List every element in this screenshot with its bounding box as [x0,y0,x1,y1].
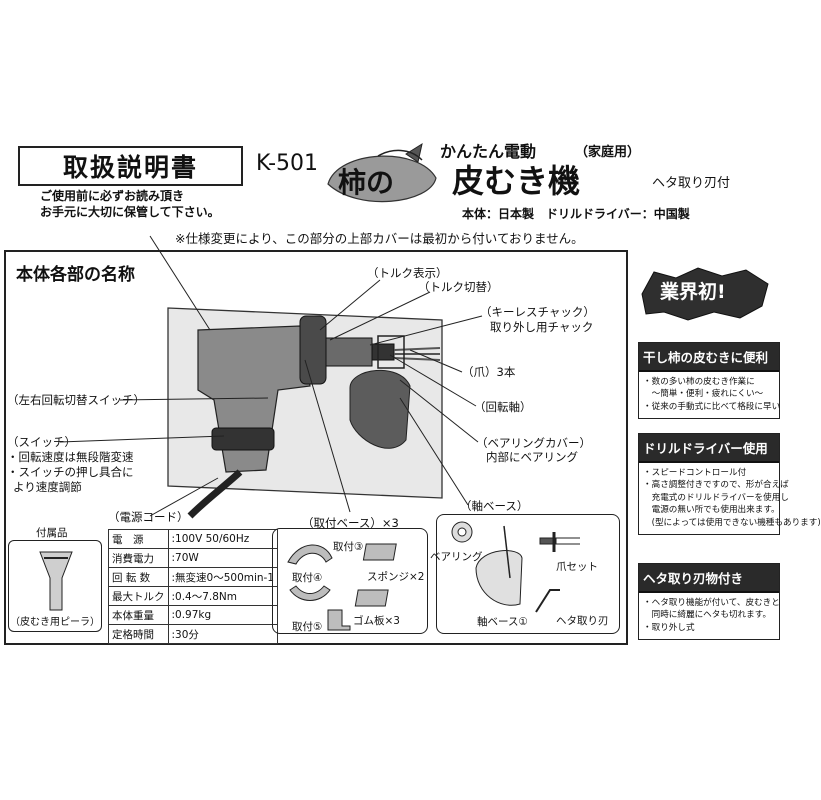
industry-first-badge-icon [641,267,769,321]
kit-rubber: ゴム板×3 [353,615,400,627]
industry-first-badge-text: 業界初! [660,281,726,303]
feature-panel-drill-line: 充電式のドリルドライバーを使用し [643,492,789,503]
kit-heta-blade: ヘタ取り刃 [556,615,609,627]
parts-frame [4,250,628,645]
accessory-box [8,540,102,632]
peeler-icon [39,551,73,611]
spec-change-note: ※仕様変更により、この部分の上部カバーは最初から付いておりません。 [175,231,584,246]
spec-label: 定格時間 [108,624,169,644]
document-title: 取扱説明書 [18,146,243,186]
spec-row: 回 転 数:無変速0～500min-1 [108,567,279,587]
feature-panel-drill-head: ドリルドライバー使用 [639,434,779,463]
product-name-kaki: 柿の [338,166,395,199]
spec-value: :70W [167,548,279,568]
label-keyless-chuck-sub: 取り外し用チャック [490,320,594,334]
label-mount-base: （取付ベース）×3 [302,516,399,530]
product-subtitle: かんたん電動 [440,142,537,161]
label-switch-note1: ・回転速度は無段階変速 [7,450,134,464]
feature-panel-drill: ドリルドライバー使用 ・スピードコントロール付 ・高さ調整付きですので、形が合え… [638,433,821,536]
label-shaft-base: （軸ベース） [460,499,529,513]
spec-label: 消費電力 [108,548,169,568]
spec-value: :無変速0～500min-1 [167,567,279,587]
spec-label: 最大トルク [108,586,169,606]
spec-value: :0.97kg [167,605,279,625]
feature-panel-peeling-line: ～簡単・便利・疲れにくい～ [643,389,764,400]
label-direction-switch: （左右回転切替スイッチ） [7,393,145,407]
kit-sponge: スポンジ×2 [367,571,425,583]
feature-panel-peeling-head: 干し柿の皮むきに便利 [639,343,779,372]
label-torque-display: （トルク表示） [367,266,448,280]
label-bearing-cover-sub: 内部にベアリング [486,450,578,464]
kit-bearing: ベアリング [430,551,483,563]
mount-kit-box [272,528,428,634]
feature-panel-heta-head: ヘタ取り刃物付き [639,564,779,593]
feature-panel-heta-line: ・ヘタ取り機能が付いて、皮むきと [643,598,780,608]
spec-value: :100V 50/60Hz [167,529,279,549]
product-subtitle-home-use: （家庭用） [575,145,641,160]
feature-panel-peeling-line: ・数の多い柿の皮むき作業に [643,377,755,387]
device-illustration [167,307,443,519]
kit-mount3: 取付③ [333,541,364,553]
spec-table: 電 源:100V 50/60Hz 消費電力:70W 回 転 数:無変速0～500… [108,529,279,644]
label-switch-note3: より速度調節 [13,480,82,494]
feature-panel-heta: ヘタ取り刃物付き ・ヘタ取り機能が付いて、皮むきと 同時に綺麗にヘタも切れます。… [638,563,780,641]
spec-value: :30分 [167,624,279,644]
feature-panel-drill-line: ・スピードコントロール付 [643,468,747,478]
mount-kit-parts [287,543,397,631]
feature-panel-peeling-line: ・従来の手動式に比べて格段に早い [643,401,781,412]
feature-panel-drill-line: ・高さ調整付きですので、形が合えば [643,480,789,491]
spec-row: 電 源:100V 50/60Hz [108,529,279,549]
spec-row: 最大トルク:0.4～7.8Nm [108,586,279,606]
product-name-main: 皮むき機 [452,162,581,200]
accessory-label: （皮むき用ピーラ） [10,617,100,628]
label-switch-note2: ・スイッチの押し具合に [7,465,134,479]
label-claws: （爪）3本 [462,365,516,379]
spec-label: 本体重量 [108,605,169,625]
label-torque-switch: （トルク切替） [418,280,499,294]
parts-heading: 本体各部の名称 [16,265,135,285]
shaft-kit-parts [451,521,580,613]
spec-row: 本体重量:0.97kg [108,605,279,625]
label-bearing-cover: （ベアリングカバー） [476,436,591,450]
label-power-cord: （電源コード） [108,510,189,524]
feature-panel-drill-line: (型によっては使用できない機種もあります) [643,517,821,528]
pre-use-note-line2: お手元に大切に保管して下さい。 [40,205,220,219]
kit-mount5: 取付⑤ [292,621,323,633]
label-rotary-shaft: （回転軸） [474,400,532,414]
pre-use-note-line1: ご使用前に必ずお読み頂き [40,189,185,203]
feature-panel-heta-line: ・取り外し式 [643,622,695,633]
spec-value: :0.4～7.8Nm [167,586,279,606]
label-switch: （スイッチ） [7,435,76,449]
label-keyless-chuck: （キーレスチャック） [480,305,595,319]
model-number: K-501 [256,151,319,176]
origin-note: 本体：日本製 ドリルドライバー：中国製 [462,207,690,221]
accessory-title: 付属品 [36,527,68,539]
persimmon-logo-icon [327,142,437,203]
spec-label: 回 転 数 [108,567,169,587]
kit-shaft-base1: 軸ベース① [477,616,528,628]
feature-panel-drill-line: 電源の無い所でも使用出来ます。 [643,505,780,516]
feature-panel-heta-line: 同時に綺麗にヘタも切れます。 [643,610,772,621]
kit-mount4: 取付④ [292,572,323,584]
spec-row: 消費電力:70W [108,548,279,568]
spec-label: 電 源 [108,529,169,549]
shaft-kit-box [436,514,620,634]
feature-panel-peeling: 干し柿の皮むきに便利 ・数の多い柿の皮むき作業に ～簡単・便利・疲れにくい～ ・… [638,342,781,420]
spec-row: 定格時間:30分 [108,624,279,644]
product-name-sub: ヘタ取り刃付 [652,176,731,191]
kit-claw-set: 爪セット [556,561,598,573]
leader-lines [59,235,483,517]
